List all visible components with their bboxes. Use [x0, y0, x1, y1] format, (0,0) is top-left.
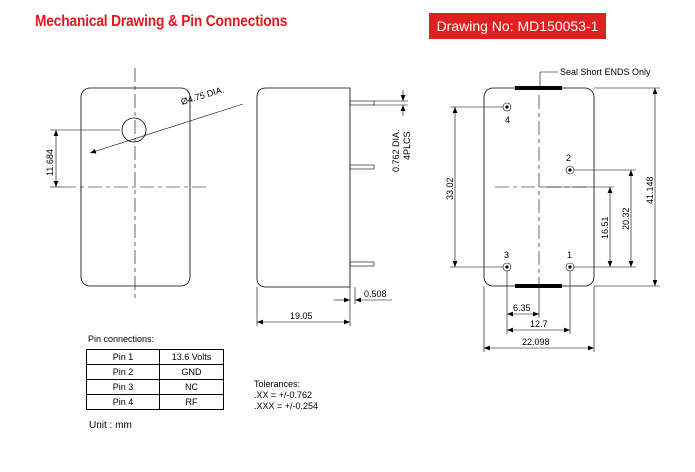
pin-2: 2 — [565, 153, 575, 175]
pin-4: 4 — [502, 102, 512, 125]
pin-table-caption: Pin connections: — [88, 334, 155, 344]
function-cell: RF — [159, 394, 224, 410]
side-pin-top — [349, 100, 375, 106]
dim-19-05: 19.05 — [290, 311, 313, 321]
pin-connections-table: Pin 1 13.6 Volts Pin 2 GND Pin 3 NC Pin … — [86, 349, 224, 410]
pin-view: Seal Short ENDS Only 4 2 3 1 — [445, 67, 660, 352]
pin-3-label: 3 — [504, 250, 509, 260]
dim-41-148: 41.148 — [645, 176, 655, 204]
hole-dia-label: Ø4.75 DIA. — [180, 84, 226, 107]
drawing-title: Mechanical Drawing & Pin Connections — [35, 13, 288, 30]
side-pin-bottom — [349, 261, 375, 267]
function-cell: NC — [159, 379, 224, 395]
pin-1-label: 1 — [567, 250, 572, 260]
dim-6-35: 6.35 — [513, 303, 531, 313]
table-row: Pin 4 RF — [86, 394, 224, 410]
seal-bar-bottom — [515, 284, 562, 288]
tolerances-label: Tolerances: — [254, 379, 301, 389]
front-view: Ø4.75 DIA. 11.684 — [45, 68, 244, 300]
pin-cell: Pin 3 — [86, 379, 160, 395]
side-body-outline — [256, 87, 351, 288]
tolerances-block: Tolerances: .XX = +/-0.762 .XXX = +/-0.2… — [254, 379, 318, 412]
dim-0-508: 0.508 — [364, 289, 387, 299]
mounting-hole — [121, 117, 147, 143]
function-cell: GND — [159, 364, 224, 380]
function-cell: 13.6 Volts — [159, 349, 224, 365]
pin-1: 1 — [565, 250, 575, 272]
pin-cell: Pin 2 — [86, 364, 160, 380]
pin-dia-label: 0.762 DIA. — [391, 129, 401, 172]
side-pin-mid — [349, 164, 375, 170]
side-view: 0.762 DIA. 4PLCS 0.508 19.05 — [256, 87, 412, 326]
pin-3: 3 — [502, 250, 512, 272]
dim-22-098: 22.098 — [522, 337, 550, 347]
pin-2-label: 2 — [566, 153, 571, 163]
table-row: Pin 3 NC — [86, 379, 224, 395]
table-row: Pin 1 13.6 Volts — [86, 349, 224, 365]
unit-note: Unit : mm — [89, 420, 132, 431]
seal-bar-top — [515, 86, 562, 90]
pin-cell: Pin 4 — [86, 394, 160, 410]
pin-count-label: 4PLCS — [402, 131, 412, 160]
dim-12-7: 12.7 — [530, 319, 548, 329]
dim-33-02: 33.02 — [445, 177, 455, 200]
dim-16-51: 16.51 — [600, 216, 610, 239]
tolerance-xx: .XX = +/-0.762 — [254, 390, 313, 400]
hole-dia-leader — [89, 103, 244, 154]
pin-cell: Pin 1 — [86, 349, 160, 365]
tolerance-xxx: .XXX = +/-0.254 — [254, 401, 319, 411]
seal-note: Seal Short ENDS Only — [560, 67, 651, 77]
dim-11-684: 11.684 — [45, 149, 55, 176]
table-row: Pin 2 GND — [86, 364, 224, 380]
pin-4-label: 4 — [505, 115, 510, 125]
drawing-number-badge: Drawing No: MD150053-1 — [429, 13, 606, 39]
dim-20-32: 20.32 — [621, 207, 631, 230]
